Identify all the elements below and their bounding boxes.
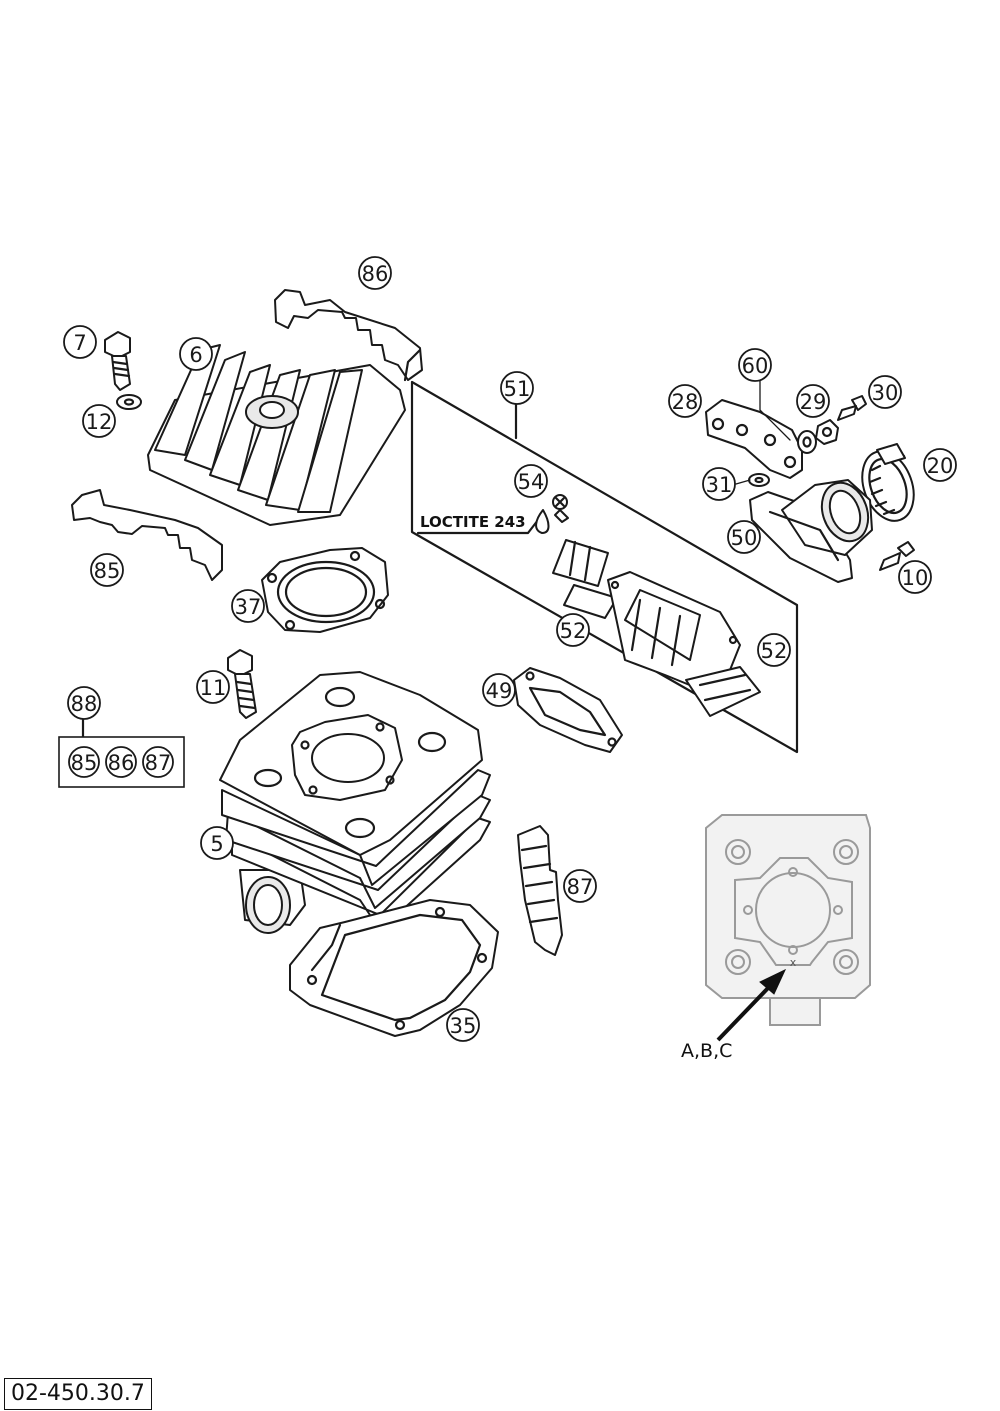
callout-20: 20 — [923, 448, 957, 482]
callout-29: 29 — [796, 384, 830, 418]
svg-text:52: 52 — [560, 619, 587, 643]
reed-valve-block — [607, 571, 741, 691]
callout-49: 49 — [482, 673, 516, 707]
part-49-intake-gasket — [513, 667, 623, 753]
svg-text:87: 87 — [567, 875, 594, 899]
callout-12: 12 — [82, 404, 116, 438]
callout-37: 37 — [231, 589, 265, 623]
part-12-washer — [116, 394, 142, 410]
callout-87: 87 — [563, 869, 597, 903]
callout-11: 11 — [196, 670, 230, 704]
callout-54: 54 — [514, 464, 548, 498]
part-35-base-gasket — [289, 899, 499, 1037]
callout-30: 30 — [868, 375, 902, 409]
part-29-spacer — [815, 419, 839, 445]
part-7-bolt — [104, 331, 131, 391]
part-30-bolt — [837, 395, 867, 421]
callout-88: 88 — [67, 686, 101, 720]
svg-text:51: 51 — [504, 377, 531, 401]
callout-51: 51 — [500, 371, 534, 405]
svg-text:10: 10 — [902, 566, 929, 590]
callout-5: 5 — [200, 826, 234, 860]
svg-text:6: 6 — [189, 343, 202, 367]
part-85-spoiler — [71, 489, 223, 581]
callout-86: 86 — [358, 256, 392, 290]
marking-x: x — [790, 956, 797, 969]
arrow-reference-label: A,B,C — [681, 1040, 732, 1062]
drawing-code-label: 02-450.30.7 — [4, 1378, 152, 1410]
part-20-hose-clamp — [861, 443, 915, 522]
part-6-cylinder-head — [147, 344, 406, 526]
svg-text:29: 29 — [800, 390, 827, 414]
svg-text:88: 88 — [71, 692, 98, 716]
part-28-bracket — [705, 399, 803, 479]
part-87-spoiler — [517, 825, 563, 956]
svg-text:49: 49 — [486, 679, 513, 703]
callout-52-right: 52 — [757, 633, 791, 667]
reference-cylinder-top-view: x — [705, 814, 871, 1026]
svg-text:7: 7 — [73, 331, 86, 355]
callout-87-kit: 87 — [142, 746, 174, 778]
svg-text:30: 30 — [872, 381, 899, 405]
svg-text:11: 11 — [200, 676, 227, 700]
callout-7: 7 — [63, 325, 97, 359]
svg-text:50: 50 — [731, 526, 758, 550]
callout-50: 50 — [727, 520, 761, 554]
callout-6: 6 — [179, 337, 213, 371]
part-5-cylinder — [219, 671, 491, 934]
callout-86-kit: 86 — [105, 746, 137, 778]
callout-28: 28 — [668, 384, 702, 418]
callout-85: 85 — [90, 553, 124, 587]
part-50-intake-flange — [749, 479, 873, 583]
svg-text:5: 5 — [210, 832, 223, 856]
svg-text:54: 54 — [518, 470, 545, 494]
callout-85-kit: 85 — [68, 746, 100, 778]
svg-text:31: 31 — [706, 473, 733, 497]
part-54-screw — [535, 494, 569, 534]
part-31-washer — [748, 473, 770, 487]
leader-lines — [735, 380, 791, 485]
callout-31: 31 — [702, 467, 736, 501]
svg-text:60: 60 — [742, 354, 769, 378]
part-60-washer — [797, 430, 817, 454]
callout-60: 60 — [738, 348, 772, 382]
part-37-head-gasket — [261, 547, 389, 633]
svg-text:85: 85 — [71, 751, 98, 775]
svg-text:86: 86 — [108, 751, 135, 775]
part-86-spoiler — [274, 289, 423, 382]
svg-text:86: 86 — [362, 262, 389, 286]
callout-52-left: 52 — [556, 613, 590, 647]
loctite-note: LOCTITE 243 — [420, 513, 526, 531]
svg-text:52: 52 — [761, 639, 788, 663]
part-52-reed-petal-left — [552, 539, 618, 619]
svg-text:87: 87 — [145, 751, 172, 775]
svg-text:85: 85 — [94, 559, 121, 583]
svg-text:37: 37 — [235, 595, 262, 619]
part-52-reed-petal-right — [685, 666, 761, 717]
svg-text:35: 35 — [450, 1014, 477, 1038]
arrow-to-marking — [716, 968, 787, 1042]
svg-text:28: 28 — [672, 390, 699, 414]
callout-10: 10 — [898, 560, 932, 594]
callout-35: 35 — [446, 1008, 480, 1042]
part-11-bolt — [227, 649, 257, 719]
reed-valve-kit-frame — [410, 380, 799, 754]
svg-text:20: 20 — [927, 454, 954, 478]
svg-text:12: 12 — [86, 410, 113, 434]
part-10-bolt — [879, 541, 915, 571]
